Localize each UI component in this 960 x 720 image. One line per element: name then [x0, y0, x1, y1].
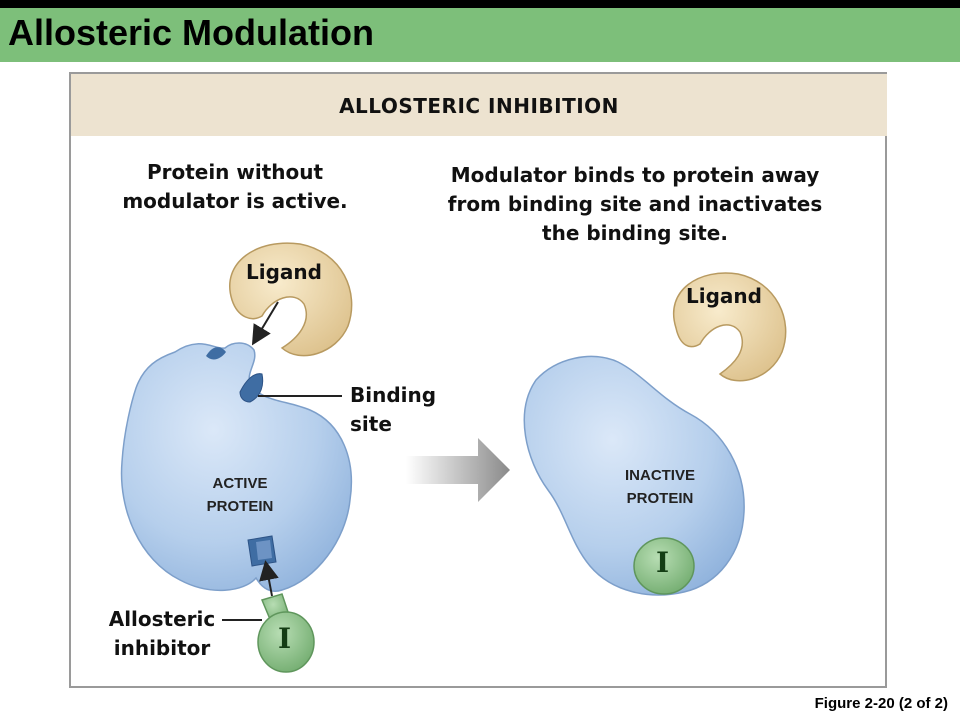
upper-notch [206, 347, 226, 360]
binding-site-pocket [239, 373, 264, 403]
binding-site-label-line-2: site [350, 412, 392, 436]
slide-title: Allosteric Modulation [8, 12, 375, 53]
active-protein-label: ACTIVE PROTEIN [180, 472, 300, 518]
active-protein-shape [120, 342, 353, 592]
left-caption-line-1: Protein without [146, 160, 324, 184]
inhibitor-left-shape [257, 611, 315, 673]
ligand-left-shape [229, 242, 353, 357]
inhibitor-right-symbol: I [656, 546, 670, 579]
active-protein-label-line-2: PROTEIN [206, 498, 274, 515]
left-caption: Protein without modulator is active. [100, 158, 370, 216]
right-caption-line-3: the binding site. [542, 221, 728, 245]
inactive-protein-label-line-2: PROTEIN [626, 490, 694, 507]
panel-title: ALLOSTERIC INHIBITION [339, 94, 619, 118]
inhibitor-left-symbol: I [278, 622, 292, 655]
ligand-right-label: Ligand [686, 284, 762, 308]
panel-header-band [71, 74, 887, 136]
binding-site-label: Binding site [350, 381, 436, 439]
transition-arrow [406, 438, 510, 502]
left-caption-line-2: modulator is active. [122, 189, 348, 213]
allosteric-inhibitor-label-line-2: inhibitor [113, 636, 211, 660]
title-bar [0, 8, 960, 62]
allosteric-inhibitor-label-line-1: Allosteric [108, 607, 216, 631]
top-black-bar [0, 0, 960, 8]
figure-reference: Figure 2-20 (2 of 2) [814, 695, 948, 712]
ligand-arrow [251, 301, 279, 346]
right-caption-line-2: from binding site and inactivates [447, 192, 823, 216]
inactive-protein-shape [523, 355, 745, 596]
binding-site-label-line-1: Binding [350, 383, 437, 407]
right-caption-line-1: Modulator binds to protein away [450, 163, 820, 187]
inactive-protein-label: INACTIVE PROTEIN [600, 464, 720, 510]
right-caption: Modulator binds to protein away from bin… [410, 161, 860, 248]
ligand-left-label: Ligand [246, 260, 322, 284]
ligand-right-shape [673, 272, 787, 382]
inhibitor-right-shape [633, 537, 695, 595]
allosteric-inhibitor-label: Allosteric inhibitor [102, 605, 222, 663]
inactive-protein-label-line-1: INACTIVE [624, 467, 695, 484]
active-protein-label-line-1: ACTIVE [212, 475, 268, 492]
inhibitor-arrow [259, 560, 279, 597]
